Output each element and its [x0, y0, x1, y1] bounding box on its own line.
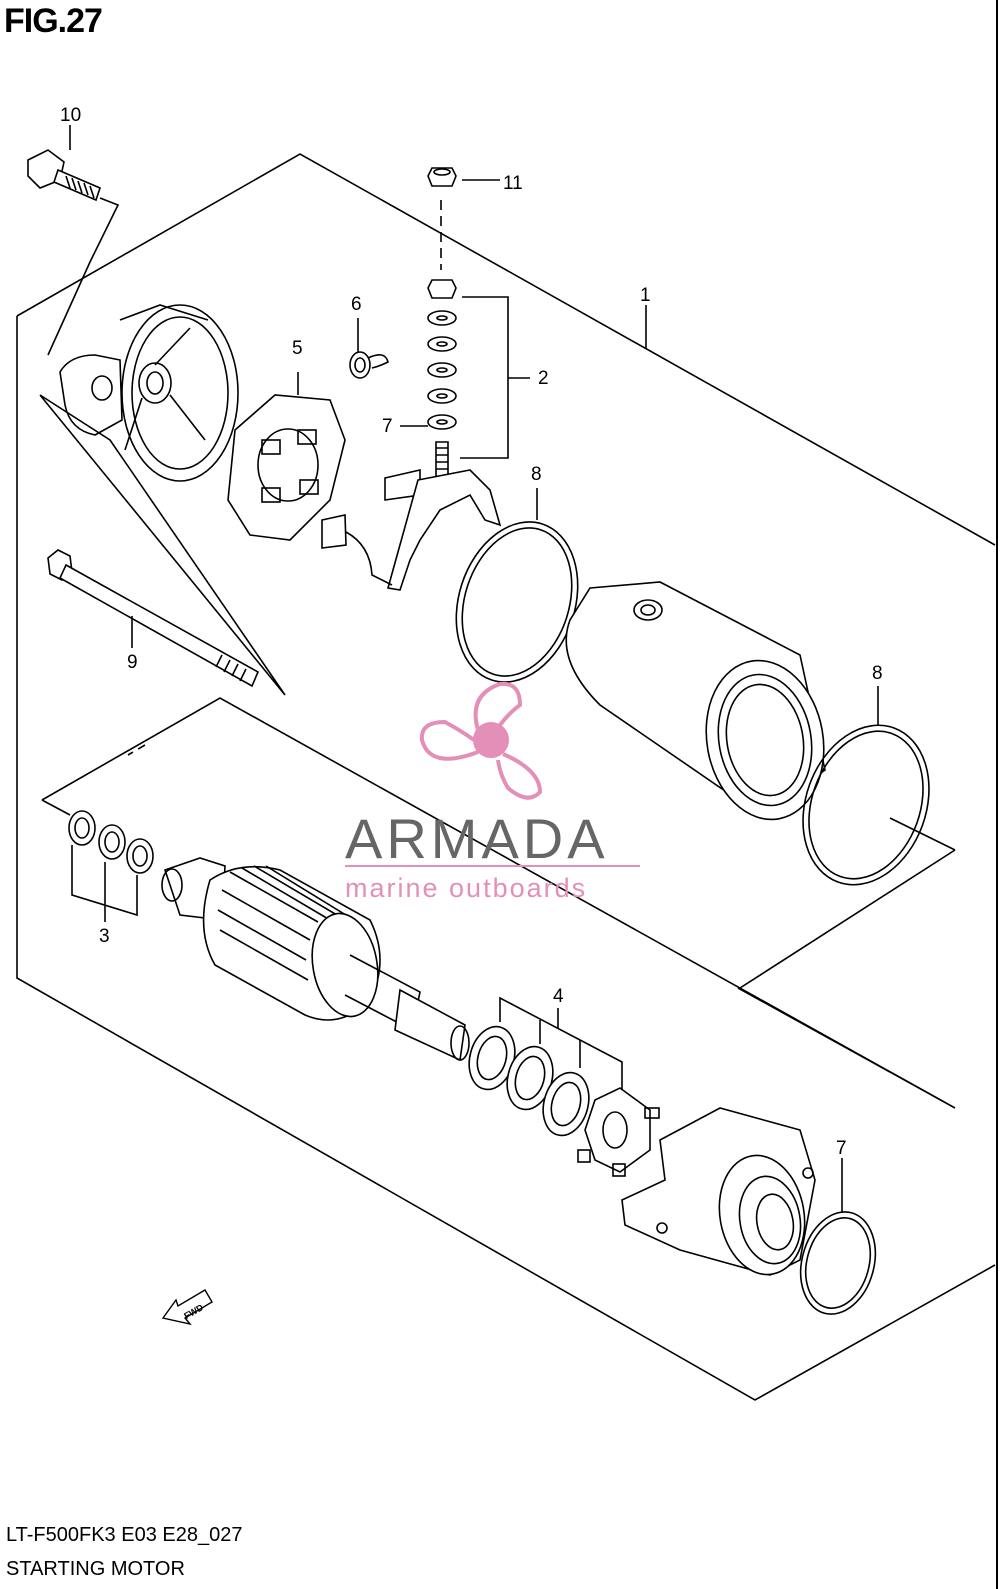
callout-8-upper: 8 — [531, 464, 542, 485]
part-6-o-ring — [799, 1158, 877, 1315]
part-3-brush-holder — [227, 372, 346, 541]
assembly-outline — [16, 153, 996, 1401]
callout-3: 5 — [292, 338, 303, 359]
yoke-housing — [565, 581, 826, 821]
figure-name: STARTING MOTOR — [6, 1558, 185, 1580]
callout-10: 10 — [60, 105, 81, 126]
callout-4: 6 — [351, 294, 362, 315]
terminal-assembly — [321, 468, 502, 591]
inner-outline — [41, 697, 956, 1109]
callout-6: 7 — [836, 1138, 847, 1159]
part-2-washer-stack — [400, 279, 530, 481]
part-11-nut — [427, 167, 500, 270]
lock-plate — [577, 1087, 660, 1177]
part-8-o-ring-lower — [802, 686, 956, 886]
callout-7-left: 3 — [99, 926, 110, 947]
figure-title: FIG.27 — [4, 2, 103, 40]
callout-1: 1 — [640, 285, 651, 306]
part-7-washers-left — [68, 810, 154, 922]
callout-9: 9 — [127, 652, 138, 673]
armada-watermark: ARMADA marine outboards — [345, 681, 640, 903]
watermark-brand: ARMADA — [345, 807, 609, 870]
part-7-washers-right — [468, 996, 623, 1137]
callout-11: 11 — [503, 173, 523, 194]
page-border — [996, 0, 998, 1589]
callout-8-lower: 8 — [872, 663, 883, 684]
front-bracket — [621, 1107, 816, 1276]
callout-2: 2 — [538, 368, 549, 389]
fwd-arrow-icon: FWD — [161, 1289, 213, 1326]
figure-code: LT-F500FK3 E03 E28_027 — [6, 1524, 243, 1546]
callout-5: 7 — [382, 416, 393, 437]
callout-leaders — [69, 125, 647, 348]
armature — [161, 857, 470, 1062]
end-cover — [59, 304, 239, 482]
watermark-tagline: marine outboards — [345, 873, 587, 903]
part-4-spring — [349, 318, 389, 379]
part-9-through-bolt — [47, 549, 260, 688]
alignment-lines — [39, 394, 286, 696]
propeller-logo-icon — [419, 681, 543, 800]
callout-7-right: 4 — [553, 986, 564, 1007]
part-10-bolt — [27, 149, 120, 356]
